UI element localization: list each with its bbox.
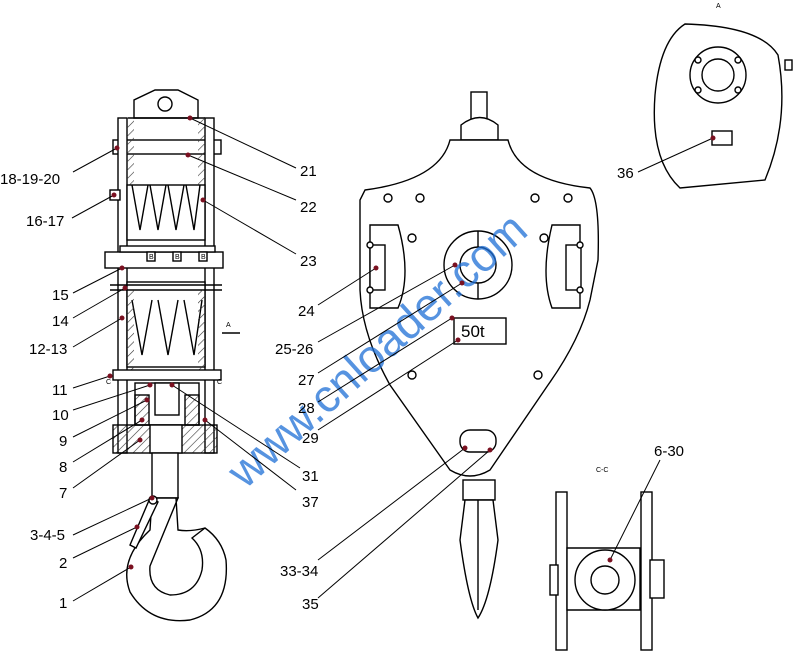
section-mark-c-right: C [217,379,222,386]
callout-11: 11 [52,382,68,399]
callout-6-30: 6-30 [654,443,684,460]
callout-18-19-20: 18-19-20 [0,171,60,188]
callout-14: 14 [52,313,69,330]
callout-25-26: 25-26 [275,341,313,358]
callout-21: 21 [300,163,317,180]
view-a-title: A [716,3,721,10]
callout-36: 36 [617,165,634,182]
callout-dots [107,115,716,570]
callout-28: 28 [298,400,315,417]
callout-1: 1 [59,595,67,612]
callout-24: 24 [298,303,315,320]
bolt-mark-b-3: B [201,254,206,261]
view-a: A [653,3,793,189]
callout-8: 8 [59,459,67,476]
callout-15: 15 [52,287,69,304]
callout-27: 27 [298,372,315,389]
callout-31: 31 [302,468,319,485]
callout-35: 35 [302,596,319,613]
side-section-view: B B B A C C [104,89,240,622]
callout-22: 22 [300,199,317,216]
callout-23: 23 [300,253,317,270]
callout-29: 29 [302,430,319,447]
callout-labels: 18-19-20 16-17 15 14 12-13 11 10 9 8 7 3… [0,163,684,613]
capacity-nameplate-text: 50t [461,322,485,341]
front-view: 50t [359,91,599,620]
callout-16-17: 16-17 [26,213,64,230]
callout-3-4-5: 3-4-5 [30,527,65,544]
section-mark-c-left: C [106,379,111,386]
bolt-mark-b-1: B [149,254,154,261]
callout-2: 2 [59,555,67,572]
callout-12-13: 12-13 [29,341,67,358]
callout-37: 37 [302,494,319,511]
callout-10: 10 [52,407,69,424]
bolt-mark-b-2: B [175,254,180,261]
view-c-c: C-C [549,467,665,651]
view-c-c-title: C-C [596,467,608,474]
callout-9: 9 [59,433,67,450]
callout-7: 7 [59,485,67,502]
callout-33-34: 33-34 [280,563,318,580]
leader-lines [71,117,714,602]
section-mark-a: A [226,322,231,329]
